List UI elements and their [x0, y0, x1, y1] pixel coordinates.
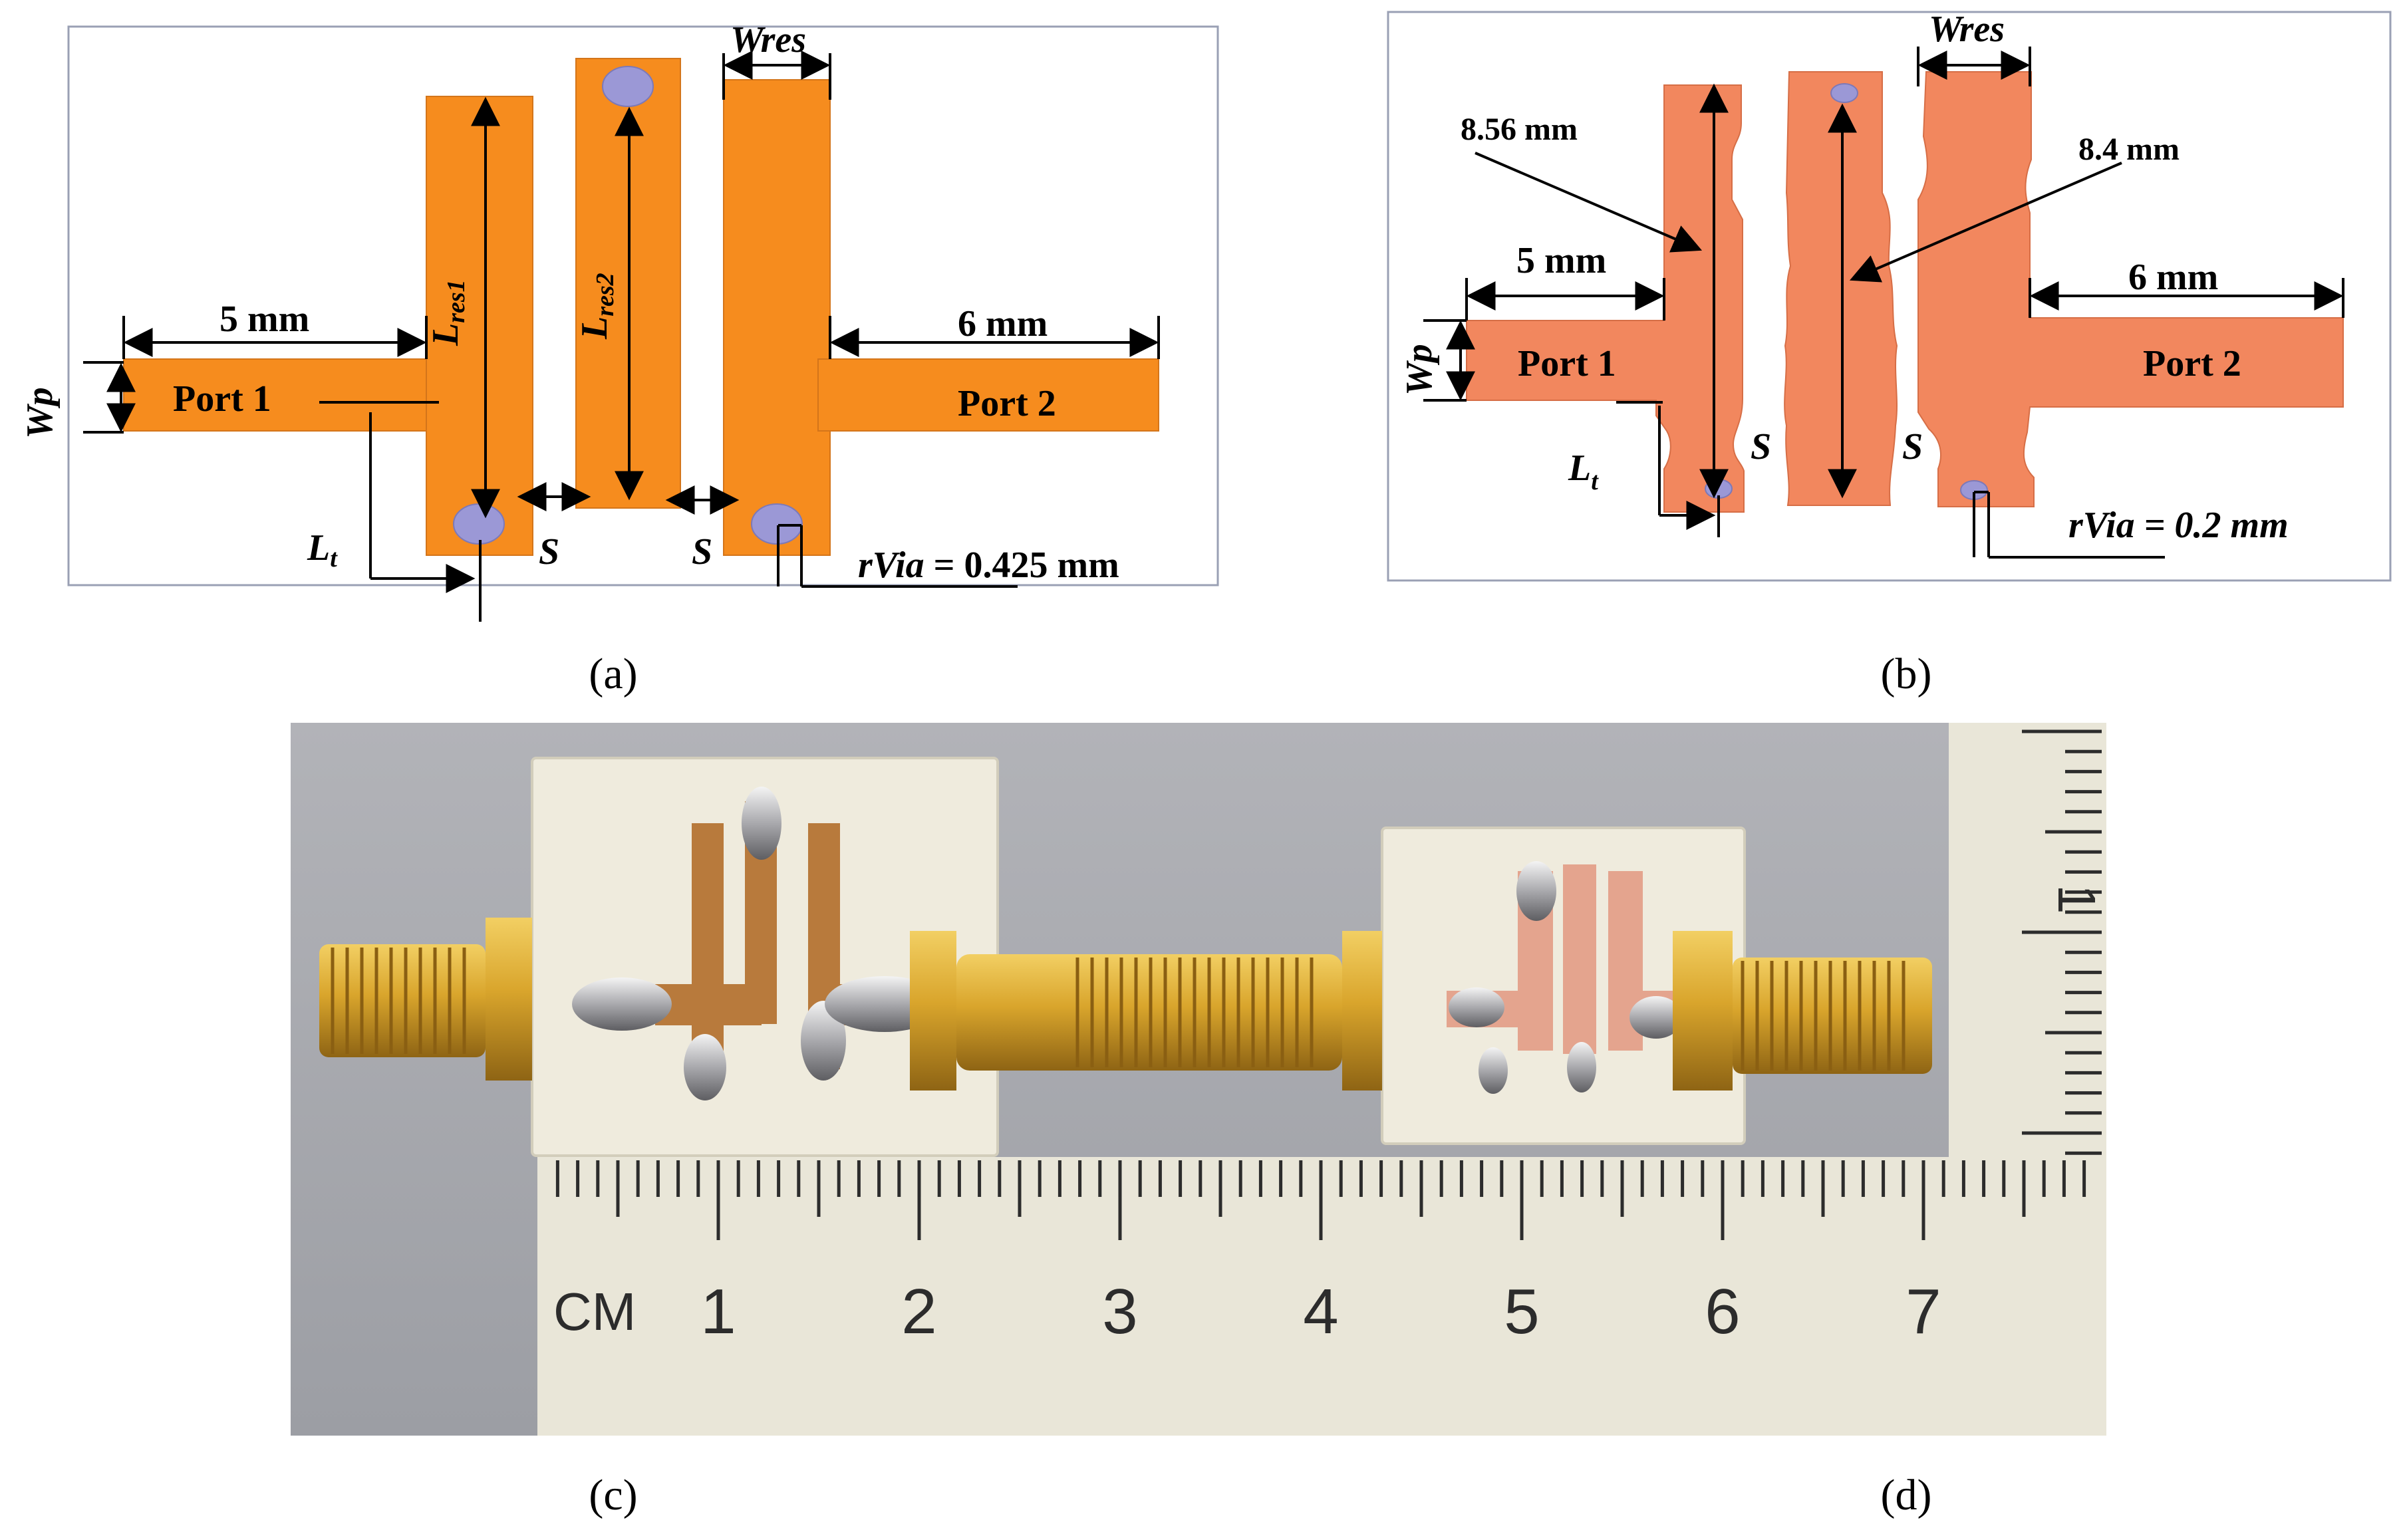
panel-a-vias — [453, 66, 803, 545]
panel-b-frame — [1387, 11, 2392, 582]
connector-left-body — [319, 944, 486, 1057]
port2-label-a: Port 2 — [958, 383, 1056, 424]
connector-right-flange — [1673, 931, 1733, 1091]
via-b-mid — [1830, 83, 1858, 103]
via-res1 — [453, 503, 505, 545]
caption-a: (a) — [589, 650, 637, 698]
lt-label-b: Lt — [1568, 448, 1599, 495]
lres2-label: Lres2 — [574, 273, 619, 340]
rvia-label-b: rVia = 0.2 mm — [2068, 505, 2289, 546]
ruler-ticks — [555, 1160, 2086, 1240]
ruler-number: 7 — [1906, 1276, 1941, 1347]
caption-c: (c) — [589, 1471, 637, 1519]
ruler-number: 6 — [1705, 1276, 1740, 1347]
s-label-a1: S — [539, 531, 559, 573]
via-b-left — [1705, 479, 1733, 499]
port1-resonator-b — [1466, 84, 1745, 513]
connector-mid-flange-1 — [910, 931, 956, 1091]
ruler-number: 2 — [901, 1276, 936, 1347]
connector-mid-flange-2 — [1342, 931, 1382, 1091]
panel-a-frame — [67, 25, 1219, 586]
panel-a-dimension-lines — [83, 51, 1160, 622]
lres1-label: Lres1 — [425, 279, 470, 346]
wres-label-a: Wres — [730, 19, 806, 61]
sma-connectors — [319, 918, 1932, 1091]
solder-c1 — [742, 787, 781, 860]
s-label-a2: S — [692, 531, 712, 573]
board-c — [531, 757, 999, 1157]
wp-label-a: Wp — [19, 387, 61, 439]
dim-6mm-a: 6 mm — [958, 303, 1048, 344]
board-d — [1381, 827, 1746, 1145]
connector-left-flange — [486, 918, 532, 1081]
ruler-unit-label: CM — [553, 1282, 636, 1341]
ruler-number: 4 — [1303, 1276, 1338, 1347]
s-label-b1: S — [1751, 426, 1771, 467]
dim-5mm-b: 5 mm — [1516, 240, 1606, 281]
port1-line — [123, 358, 437, 432]
solder-d1 — [1516, 861, 1556, 921]
ruler-side — [1949, 723, 2106, 1436]
photo: CM 1 2 3 4 5 6 7 1 — [291, 723, 2106, 1436]
ruler-number: 5 — [1504, 1276, 1539, 1347]
solder-d2 — [1449, 987, 1504, 1027]
panel-a-labels: 5 mm 6 mm Port 1 Port 2 Wp Wres Lres1 Lr… — [19, 19, 1119, 586]
solder-c3 — [801, 1001, 846, 1081]
panel-b: 5 mm 6 mm Port 1 Port 2 Wp Wres 8.56 mm … — [1387, 9, 2392, 582]
ruler-side-ticks — [2022, 729, 2102, 1155]
dim-6mm-b: 6 mm — [2128, 257, 2218, 298]
solder-d5 — [1567, 1042, 1596, 1092]
rvia-label-a: rVia = 0.425 mm — [858, 545, 1119, 586]
solder-c4 — [572, 977, 672, 1031]
caption-d: (d) — [1881, 1471, 1932, 1519]
panel-a: 5 mm 6 mm Port 1 Port 2 Wp Wres Lres1 Lr… — [19, 19, 1219, 622]
port2-resonator-b — [1917, 71, 2344, 507]
len-left-b: 8.56 mm — [1461, 112, 1578, 147]
wp-label-b: Wp — [1399, 344, 1440, 396]
panel-b-labels: 5 mm 6 mm Port 1 Port 2 Wp Wres 8.56 mm … — [1399, 9, 2289, 546]
board-c-res1 — [692, 823, 724, 1076]
connector-right-body — [1733, 958, 1932, 1074]
ruler-side-number: 1 — [2047, 884, 2106, 914]
solder-d3 — [1629, 996, 1683, 1039]
lt-label-a: Lt — [307, 527, 338, 573]
s-label-b2: S — [1902, 426, 1923, 467]
solder-c2 — [684, 1034, 726, 1100]
solder-d4 — [1479, 1047, 1508, 1094]
resonator-3 — [723, 79, 831, 556]
middle-resonator-b — [1784, 71, 1898, 506]
ruler-number: 3 — [1102, 1276, 1137, 1347]
caption-b: (b) — [1881, 650, 1932, 698]
port2-label-b: Port 2 — [2143, 343, 2241, 384]
panel-b-dimension-lines — [1423, 47, 2344, 559]
port1-label-a: Port 1 — [173, 378, 271, 420]
wres-label-b: Wres — [1929, 9, 2005, 50]
len-mid-b: 8.4 mm — [2078, 132, 2180, 167]
ruler-numbers: 1 2 3 4 5 6 7 — [700, 1276, 1941, 1347]
ruler-number: 1 — [700, 1276, 736, 1347]
ruler: CM 1 2 3 4 5 6 7 1 — [537, 723, 2106, 1436]
dim-5mm-a: 5 mm — [219, 299, 309, 340]
via-res2 — [602, 66, 654, 107]
connector-threads — [331, 948, 1906, 1071]
port2-line — [817, 358, 1159, 432]
port1-label-b: Port 1 — [1518, 343, 1616, 384]
